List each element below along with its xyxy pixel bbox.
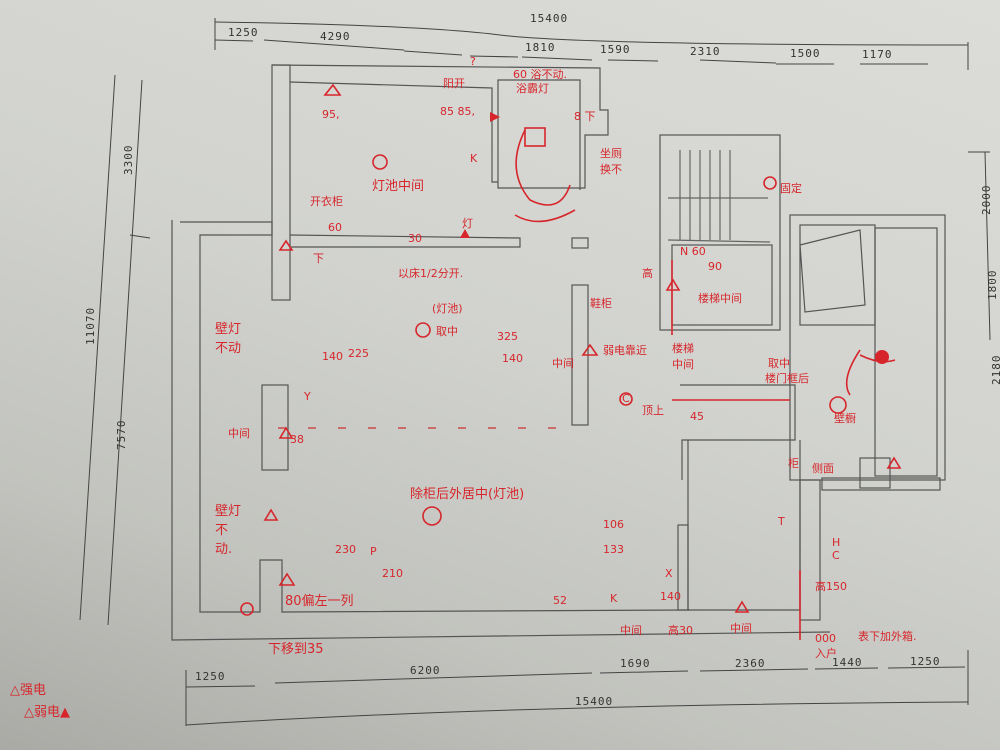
note: 取中 [768,357,790,370]
legend-strong: △强电 [10,680,70,702]
note: 表下加外箱. [858,630,917,643]
note: 开衣柜 [310,195,343,208]
dim-bottom-6: 1250 [910,655,941,668]
note: 固定 [780,182,802,195]
note: 38 [290,433,304,446]
note: 90 [708,260,722,273]
dim-right-1: 2000 [980,184,993,216]
note: 顶上 [642,404,664,417]
note: 浴霸灯 [516,82,549,95]
dim-top-6: 1500 [790,47,821,60]
dim-bottom-3: 1690 [620,657,651,670]
note: 52 [553,594,567,607]
note: 325 [497,330,518,343]
note: H C [832,536,841,562]
note: 80偏左一列 [285,594,354,609]
note: P [370,545,377,558]
left-dimension-lines [79,74,991,626]
note: 中间 [552,357,574,370]
red-markings [240,83,902,640]
note: ? [470,55,476,68]
walls [171,64,946,641]
dim-right-3: 2180 [990,354,1000,386]
note: (灯池) [432,302,463,315]
note: 阳开 [443,77,465,90]
dim-top-3: 1810 [525,41,556,54]
note: 楼门框后 [765,372,809,385]
note: K [470,152,478,165]
note: 000 入户 [815,632,837,660]
note: 除柜后外居中(灯池) [410,487,525,502]
note: 以床1/2分开. [398,267,464,280]
note: 210 [382,567,403,580]
note: 中间 [620,624,642,637]
legend: △强电 △弱电▲ [10,680,70,724]
dim-bottom-5: 1440 [832,656,863,669]
dim-left-1: 3300 [122,144,135,176]
note: 高 [642,267,653,280]
note: 140 [502,352,523,365]
note: 楼梯中间 [672,342,694,371]
weak-current-icon: ▲ [60,705,71,720]
note: 高150 [815,580,847,593]
note: 侧面 [812,462,834,475]
top-dimension-lines [214,18,969,70]
note: 85 85, [440,105,475,118]
dim-bottom-total: 15400 [575,695,614,708]
note: 壁灯 不动. [215,504,242,557]
bottom-dimension-lines [185,650,969,726]
note: 弱电靠近 [603,344,647,357]
note: 取中 [436,325,458,338]
legend-weak: △弱电▲ [24,702,70,724]
dim-bottom-4: 2360 [735,657,766,670]
note: X [665,567,673,580]
dim-top-5: 2310 [690,45,721,58]
legend-weak-label: 弱电 [34,705,61,720]
dim-bottom-1: 1250 [195,670,226,683]
note: 60 [328,221,342,234]
note: 壁灯 不动 [215,322,242,356]
note: 下移到35 [268,642,324,657]
dim-left-3: 7570 [115,419,128,451]
note: 坐厕 换不 [600,147,622,176]
note: K [610,592,618,605]
note: 230 [335,543,356,556]
legend-strong-label: 强电 [20,683,47,698]
note: 鞋柜 [590,297,612,310]
note: 140 [660,590,681,603]
note: 60 浴不动. [513,68,567,81]
note: 楼梯中间 [698,292,742,305]
dim-top-2: 4290 [320,30,351,43]
note: 高30 [668,624,693,637]
note: 中间 [228,427,250,440]
dim-top-7: 1170 [862,48,893,61]
note: 225 [348,347,369,360]
dim-top-1: 1250 [228,26,259,39]
note: 95, [322,108,340,121]
note: 中间 [730,622,752,635]
note: 柜 [788,457,799,470]
note: 壁橱 [834,412,856,425]
dim-top-total: 15400 [530,12,569,25]
note: 133 [603,543,624,556]
note: N 60 [680,245,706,258]
note: T [778,515,785,528]
dim-left-2: 11070 [84,306,97,345]
note: 8 下 [574,110,596,123]
strong-current-icon: △ [10,683,20,698]
note: 灯 [462,217,473,230]
note: Y [304,390,311,403]
dim-right-2: 1800 [986,269,999,301]
dim-top-4: 1590 [600,43,631,56]
note: 106 [603,518,624,531]
note: C [622,392,630,405]
note: 45 [690,410,704,423]
note: 下 [313,252,324,265]
triangle-icon: △ [24,705,34,720]
note: 30 [408,232,422,245]
note: 140 [322,350,343,363]
dim-bottom-2: 6200 [410,664,441,677]
note: 灯池中间 [372,179,425,194]
